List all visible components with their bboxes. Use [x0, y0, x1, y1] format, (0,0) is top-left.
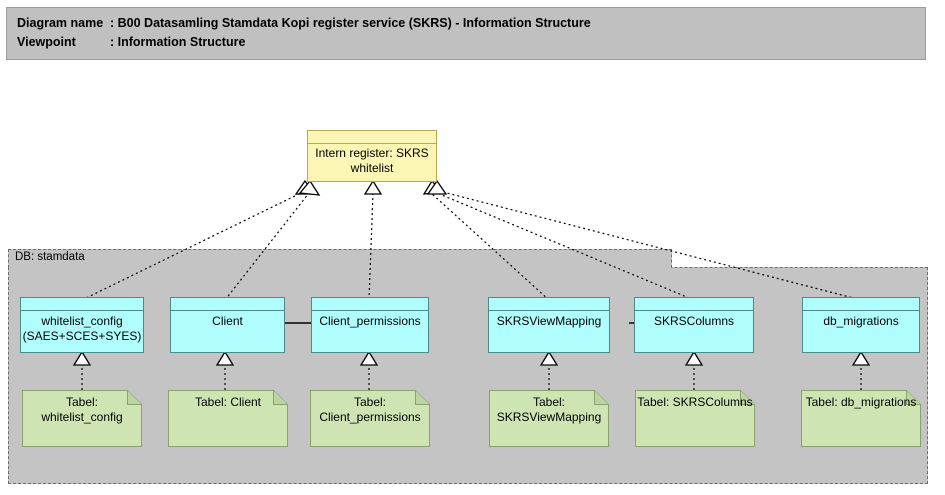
note-label: Tabel: db_migrations: [805, 395, 917, 409]
realization-arrowhead: [294, 179, 316, 195]
note-label: Tabel: Client_permissions: [319, 395, 421, 424]
class-skrsviewmapping[interactable]: SKRSViewMapping: [488, 297, 610, 353]
class-header-band: [21, 298, 143, 311]
object-intern-register-skrs-whitelist[interactable]: Intern register: SKRS whitelist: [307, 130, 437, 182]
note-tabel-skrsviewmapping[interactable]: Tabel: SKRSViewMapping: [489, 390, 609, 447]
note-label: Tabel: SKRSViewMapping: [496, 395, 602, 424]
note-tabel-whitelist-config[interactable]: Tabel: whitelist_config: [22, 390, 142, 447]
note-shape: [22, 390, 142, 447]
class-header-band: [489, 298, 609, 311]
note-shape: [635, 390, 755, 447]
note-shape: [310, 390, 430, 447]
class-label: whitelist_config (SAES+SCES+SYES): [22, 314, 142, 343]
note-shape: [489, 390, 609, 447]
diagram-name-value: : B00 Datasamling Stamdata Kopi register…: [110, 16, 591, 30]
note-tabel-db-migrations[interactable]: Tabel: db_migrations: [801, 390, 921, 447]
class-skrscolumns[interactable]: SKRSColumns: [634, 297, 754, 353]
viewpoint-value: : Information Structure: [110, 35, 246, 49]
note-shape: [801, 390, 921, 447]
class-whitelist-config[interactable]: whitelist_config (SAES+SCES+SYES): [20, 297, 144, 353]
class-db-migrations[interactable]: db_migrations: [802, 297, 920, 353]
note-tabel-client-permissions[interactable]: Tabel: Client_permissions: [310, 390, 430, 447]
object-header-band: [308, 131, 436, 144]
class-label: Client_permissions: [319, 314, 421, 328]
diagram-title-banner: Diagram name : B00 Datasamling Stamdata K…: [6, 7, 926, 60]
note-label: Tabel: Client: [194, 395, 262, 409]
viewpoint-line: Viewpoint : Information Structure: [17, 33, 925, 52]
diagram-name-label: Diagram name: [17, 16, 104, 30]
group-body: [8, 267, 928, 484]
note-tabel-client[interactable]: Tabel: Client: [168, 390, 288, 447]
note-label: Tabel: SKRSColumns: [637, 395, 753, 409]
class-client[interactable]: Client: [170, 297, 285, 353]
class-header-band: [635, 298, 753, 311]
class-header-band: [171, 298, 284, 311]
realization-arrowhead: [298, 179, 321, 196]
note-shape: [168, 390, 288, 447]
object-label: Intern register: SKRS whitelist: [315, 146, 429, 175]
class-label: db_migrations: [823, 314, 899, 328]
diagram-name-line: Diagram name : B00 Datasamling Stamdata K…: [17, 14, 925, 33]
class-label: SKRSColumns: [653, 314, 735, 328]
class-client-permissions[interactable]: Client_permissions: [311, 297, 429, 353]
class-label: SKRSViewMapping: [496, 314, 602, 328]
group-tab: [8, 249, 672, 268]
group-db-stamdata: DB: stamdata: [8, 249, 928, 484]
realization-arrowhead: [422, 179, 443, 195]
group-label: DB: stamdata: [15, 251, 85, 263]
realization-arrowhead: [426, 179, 448, 195]
class-header-band: [803, 298, 919, 311]
realization-arrowhead: [363, 179, 383, 195]
class-header-band: [312, 298, 428, 311]
class-label: Client: [212, 314, 243, 328]
viewpoint-label: Viewpoint: [17, 35, 76, 49]
note-tabel-skrscolumns[interactable]: Tabel: SKRSColumns: [635, 390, 755, 447]
note-label: Tabel: whitelist_config: [41, 395, 123, 424]
